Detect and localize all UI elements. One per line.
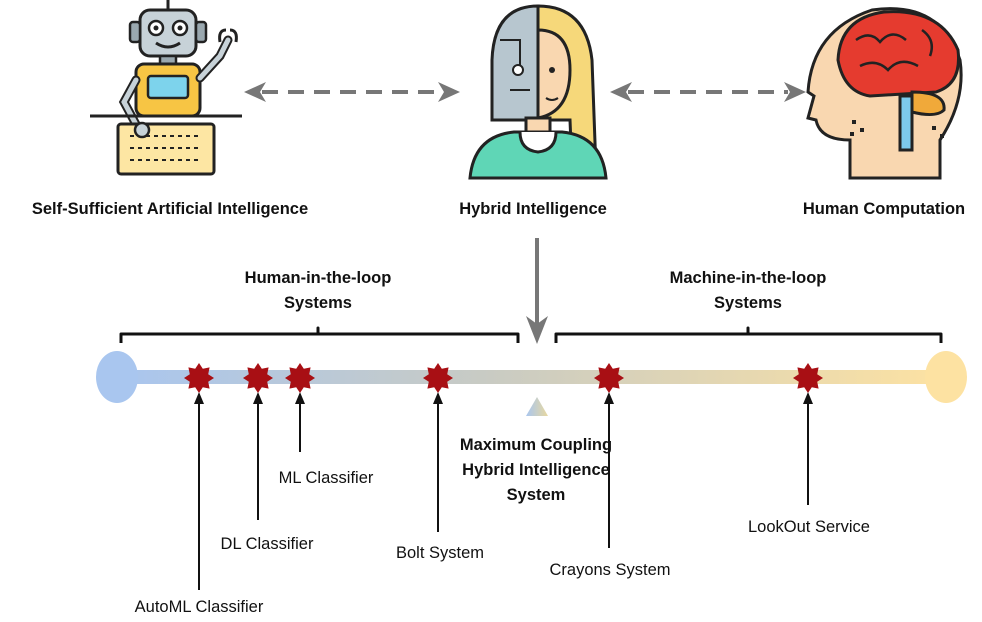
hitl-brace [119, 326, 520, 343]
system-label-bolt: Bolt System [395, 544, 485, 562]
human-category-label: Human Computation [802, 200, 966, 218]
leader-arrowhead-crayons [604, 392, 614, 404]
hitl-range-label: Human-in-the-loop Systems [245, 266, 392, 316]
spectrum-left-end [96, 351, 138, 403]
robot-at-keyboard-icon [90, 0, 242, 176]
marker-star-ml [285, 363, 315, 393]
marker-star-dl [243, 363, 273, 393]
leader-arrowhead-bolt [433, 392, 443, 404]
leader-arrowhead-lookout [803, 392, 813, 404]
maximum-coupling-line1: Maximum Coupling [459, 436, 613, 454]
maximum-coupling-line3: System [506, 486, 566, 504]
spectrum-right-end [925, 351, 967, 403]
hitl-range-line2: Systems [284, 294, 352, 312]
marker-star-crayons [594, 363, 624, 393]
ai-category-label: Self-Sufficient Artificial Intelligence [31, 200, 309, 218]
system-label-dl: DL Classifier [220, 535, 314, 553]
spectrum-bar [116, 370, 948, 384]
hybrid-human-connector [610, 82, 806, 102]
mitl-range-label: Machine-in-the-loop Systems [670, 266, 827, 316]
maximum-coupling-label: Maximum Coupling Hybrid Intelligence Sys… [460, 433, 612, 508]
half-robot-half-human-icon [468, 4, 608, 180]
human-head-brain-icon [806, 7, 963, 180]
marker-star-lookout [793, 363, 823, 393]
hitl-range-line1: Human-in-the-loop [244, 269, 392, 287]
system-label-lookout: LookOut Service [748, 518, 870, 536]
leader-arrowhead-dl [253, 392, 263, 404]
system-markers [184, 363, 823, 590]
mitl-range-line1: Machine-in-the-loop [669, 269, 827, 287]
leader-arrowhead-ml [295, 392, 305, 404]
ai-hybrid-connector [244, 82, 460, 102]
maximum-coupling-triangle [526, 397, 548, 416]
maximum-coupling-line2: Hybrid Intelligence [462, 461, 610, 479]
mitl-brace [554, 326, 943, 343]
leader-arrowhead-automl [194, 392, 204, 404]
system-label-crayons: Crayons System [549, 561, 671, 579]
marker-star-automl [184, 363, 214, 393]
hybrid-down-arrow [526, 238, 548, 344]
system-label-ml: ML Classifier [278, 469, 374, 487]
system-label-automl: AutoML Classifier [134, 598, 264, 616]
hybrid-category-label: Hybrid Intelligence [459, 200, 607, 218]
marker-star-bolt [423, 363, 453, 393]
mitl-range-line2: Systems [714, 294, 782, 312]
